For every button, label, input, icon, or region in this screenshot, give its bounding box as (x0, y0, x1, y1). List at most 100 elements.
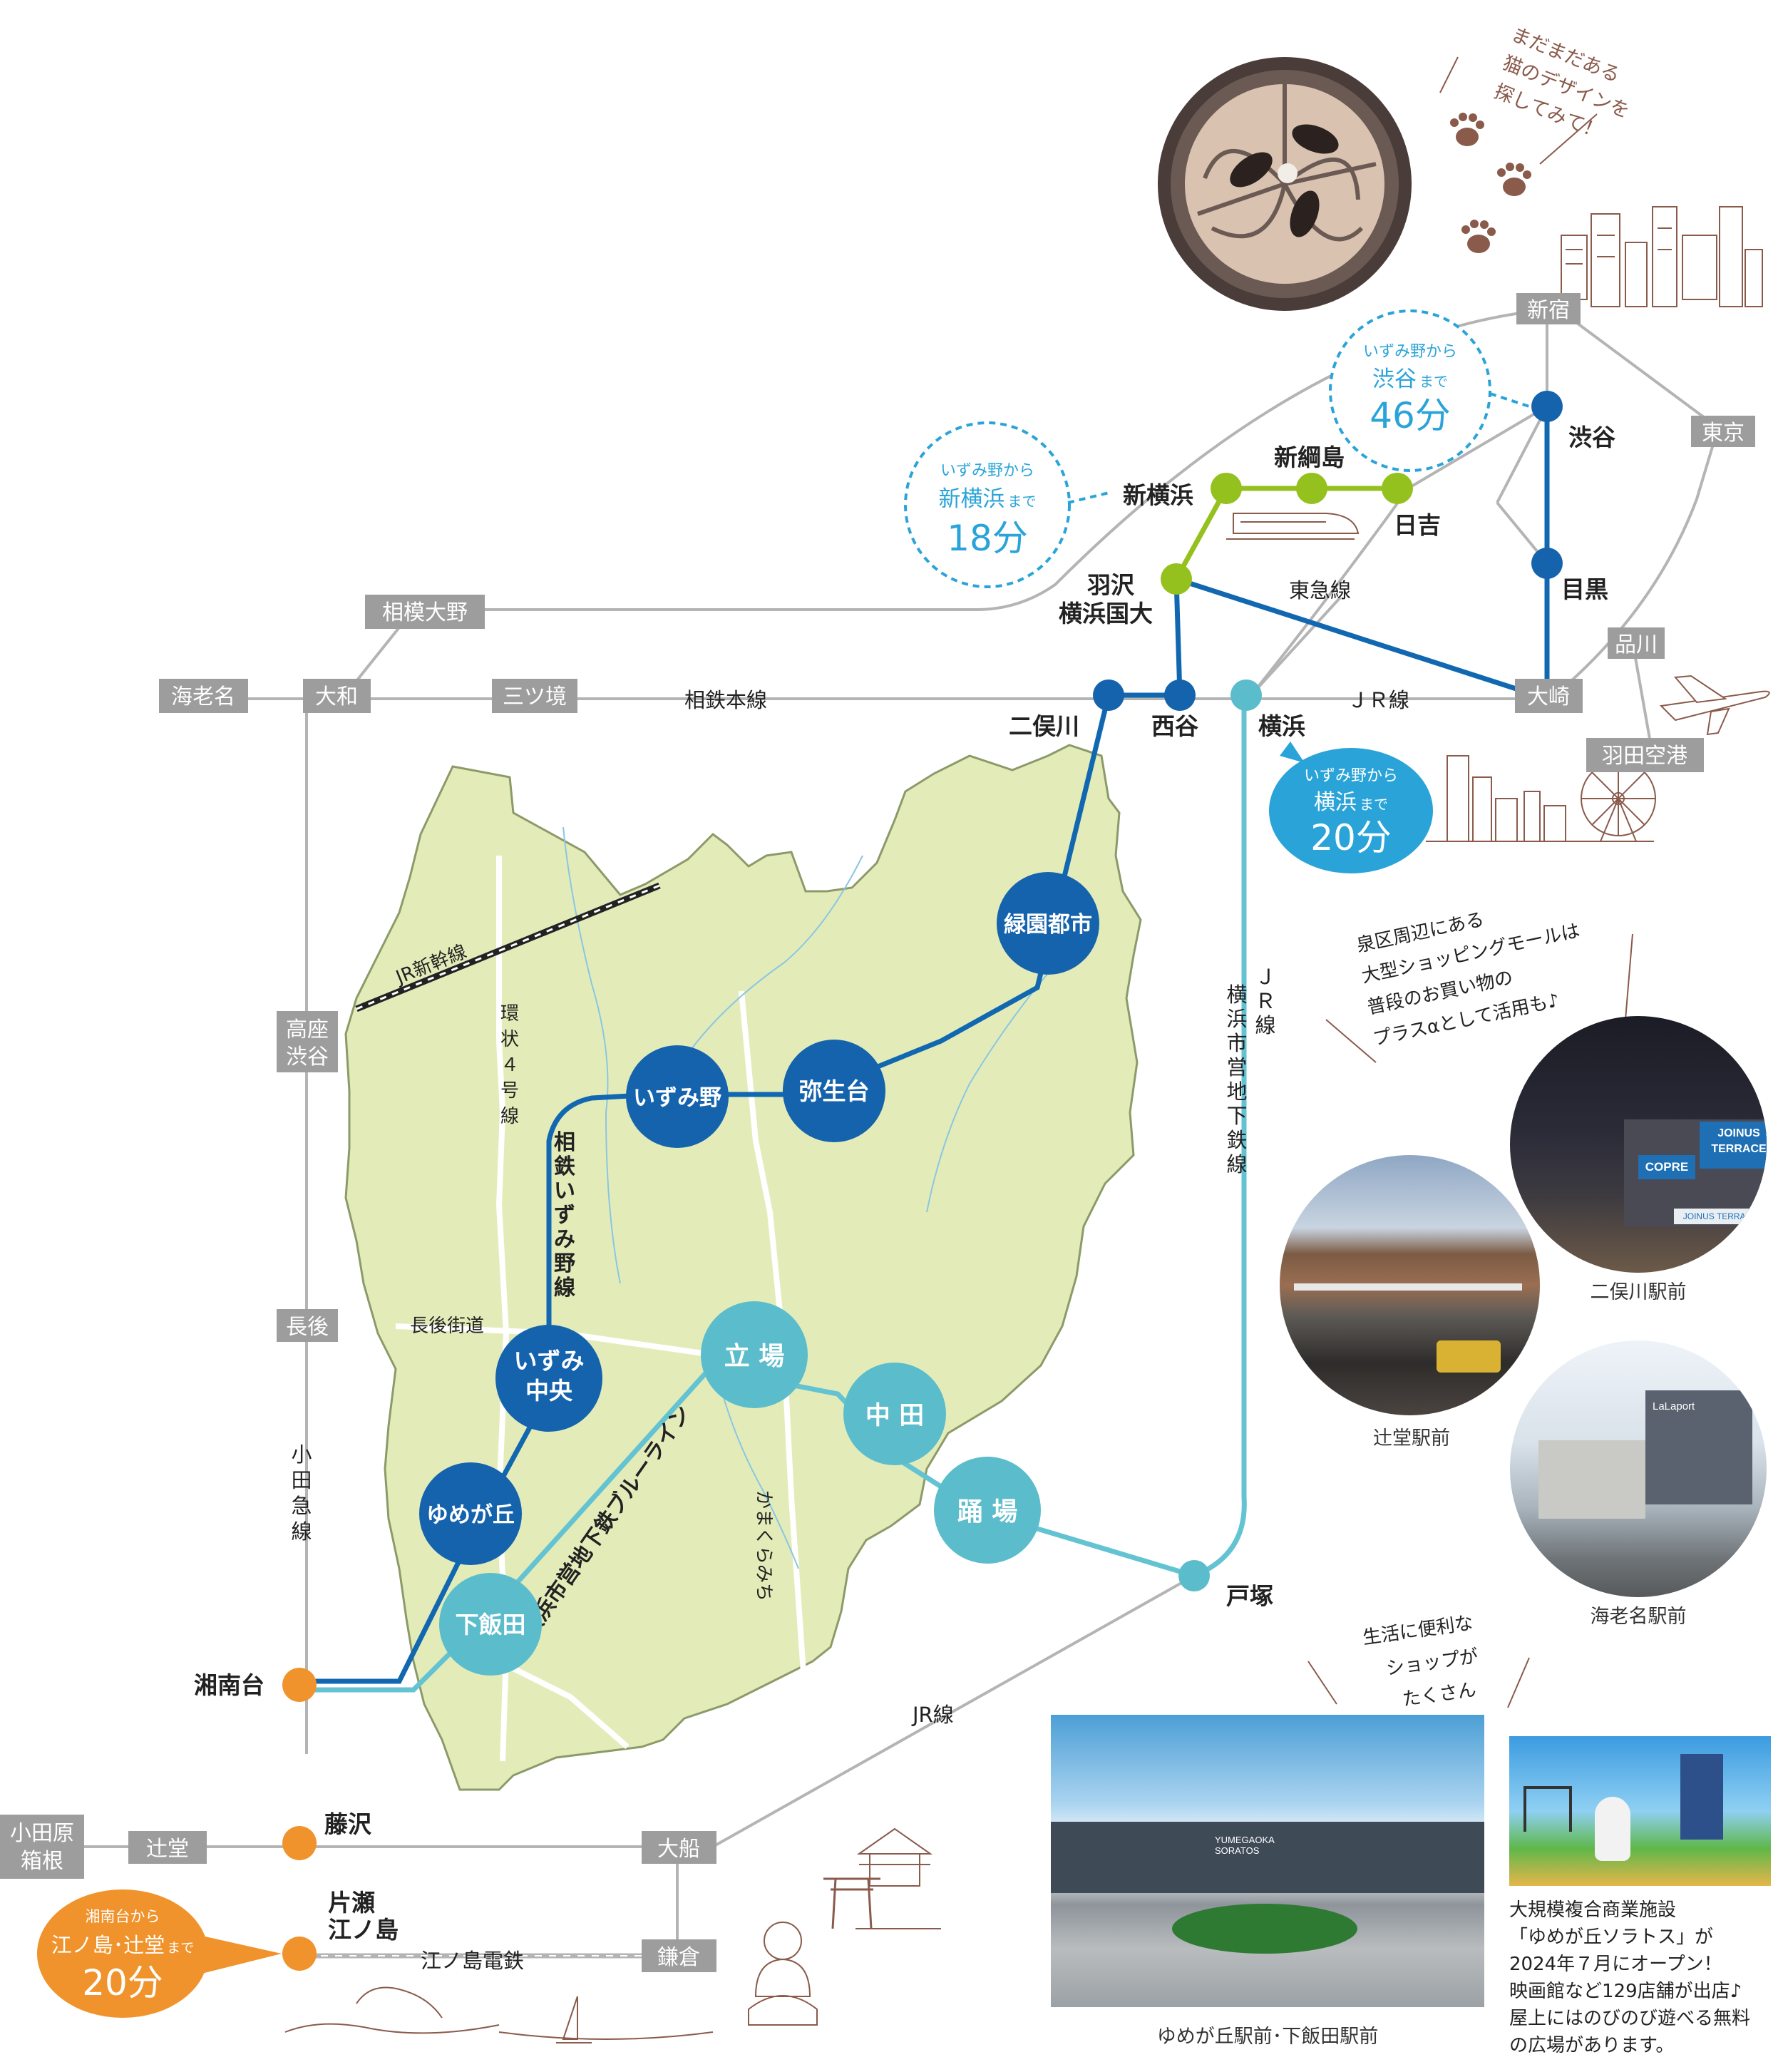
vertical-label-char: 急 (291, 1494, 312, 1518)
district-stations: 緑園都市 弥生台 いずみ野 いずみ 中央 ゆめが丘 下飯田 立 場 中 田 踊 … (419, 872, 1099, 1676)
vertical-label-char: 地 (1226, 1079, 1247, 1104)
sign-terrace: TERRACE (1711, 1143, 1767, 1155)
label-enoden: 江ノ島電鉄 (421, 1949, 524, 1973)
soratos-note-line-4: 映画館など129店舗が出店♪ (1509, 1981, 1742, 2002)
vertical-label-char: 線 (500, 1106, 519, 1127)
vertical-label-char: 田 (291, 1468, 312, 1492)
label-hazawa-line1: 羽沢 (1087, 571, 1135, 599)
bubble-enoshima: 湘南台から 江ノ島･辻堂まで 20分 (37, 1889, 282, 2018)
label-tokyu: 東急線 (1289, 578, 1351, 602)
soratos-note: 大規模複合商業施設 「ゆめが丘ソラトス」が 2024年７月にオープン！ 映画館な… (1509, 1897, 1780, 2059)
label-jr-line-top: ＪＲ線 (1347, 688, 1409, 712)
gray-station-labels: 新宿 東京 品川 羽田空港 相模大野 海老名 大和 三ツ境 大崎 高座 渋谷 長… (0, 293, 1755, 1972)
bubble-shibuya-time: 46分 (1370, 395, 1451, 436)
station-izumi-chuo[interactable]: いずみ 中央 (495, 1325, 602, 1432)
label-sagami-ono: 相模大野 (382, 600, 468, 625)
station-odoriba[interactable]: 踊 場 (934, 1457, 1041, 1564)
label-shinjuku: 新宿 (1527, 298, 1570, 323)
station-ryokuen[interactable]: 緑園都市 (997, 872, 1099, 975)
svg-text:弥生台: 弥生台 (799, 1077, 870, 1105)
sign-copre: COPRE (1638, 1155, 1695, 1179)
bubble-yokohama-from: いずみ野から (1304, 767, 1398, 785)
svg-text:下飯田: 下飯田 (456, 1611, 526, 1638)
label-tokyo: 東京 (1702, 421, 1745, 446)
vertical-label-char: 下 (1226, 1104, 1247, 1128)
vertical-label-char: 営 (1226, 1055, 1247, 1079)
label-shinagawa: 品川 (1615, 632, 1658, 657)
station-yayoidai[interactable]: 弥生台 (783, 1040, 885, 1142)
label-yamato: 大和 (315, 684, 358, 709)
label-takaza-line1: 高座 (286, 1017, 329, 1042)
shop-note-line-3: たくさん (1401, 1679, 1477, 1711)
station-nakada[interactable]: 中 田 (843, 1363, 946, 1465)
sign-lalaport: LaLaport (1653, 1400, 1695, 1412)
label-yokohama: 横浜 (1258, 712, 1305, 740)
vertical-label-char: 環 (500, 1003, 519, 1025)
vertical-label-char: 相 (554, 1130, 575, 1155)
mall-note: 泉区周辺にある 大型ショッピングモールは 普段のお買い物の プラスαとして活用も… (1355, 909, 1581, 1050)
label-nishiya: 西谷 (1151, 712, 1198, 740)
bubble-yokohama: いずみ野から 横浜まで 20分 (1269, 742, 1433, 873)
vertical-label-char: 鉄 (554, 1154, 575, 1179)
label-hazawa-line2: 横浜国大 (1059, 600, 1153, 627)
vertical-label-char: 線 (554, 1276, 575, 1301)
bubble-shinyokohama-from: いずみ野から (940, 462, 1034, 480)
izumi-ward-area (344, 744, 1142, 1791)
station-izumino[interactable]: いずみ野 (626, 1045, 729, 1148)
label-osaki: 大崎 (1527, 684, 1570, 709)
vertical-label-char: 線 (291, 1519, 312, 1544)
caption-tsujido: 辻堂駅前 (1373, 1427, 1450, 1450)
shinkansen-icon (1226, 513, 1360, 540)
vertical-label-char: Ｒ (1255, 989, 1275, 1013)
jr-right-label: ＪＲ線 (1255, 965, 1275, 1037)
vertical-label-char: み (554, 1227, 575, 1252)
vertical-label-char: ず (554, 1203, 575, 1228)
station-shimoiida[interactable]: 下飯田 (439, 1573, 542, 1676)
shrine-icon (855, 1827, 941, 1929)
vertical-label-char: 線 (1226, 1152, 1247, 1176)
sign-joinus: JOINUS (1717, 1127, 1760, 1139)
bubble-shinyokohama-suffix: まで (1008, 493, 1037, 510)
label-odawara-line2: 箱根 (21, 1849, 63, 1874)
station-yumegaoka[interactable]: ゆめが丘 (419, 1462, 522, 1565)
vertical-label-char: 横 (1226, 983, 1247, 1007)
caption-futamatagawa: 二俣川駅前 (1590, 1281, 1687, 1303)
vertical-label-char: 線 (1255, 1013, 1275, 1037)
caption-yumegaoka: ゆめが丘駅前･下飯田駅前 (1156, 2026, 1379, 2048)
bubble-yokohama-dest: 横浜 (1314, 790, 1357, 815)
vertical-label-char: ４ (500, 1055, 519, 1076)
city-skyline-icon-yokohama (1426, 755, 1654, 842)
blue-line (307, 699, 1247, 1693)
bubble-enoshima-time: 20分 (82, 1962, 163, 2004)
label-sotetsu-main: 相鉄本線 (684, 688, 767, 712)
label-kamakura-michi: かまくらみち (753, 1490, 774, 1601)
svg-text:いずみ野: いずみ野 (633, 1085, 721, 1111)
label-takaza-line2: 渋谷 (286, 1045, 329, 1070)
soratos-note-line-5: 屋上にはのびのび遊べる無料 (1509, 2008, 1751, 2029)
label-fujisawa: 藤沢 (324, 1810, 372, 1838)
label-totsuka: 戸塚 (1226, 1582, 1273, 1610)
bubble-shibuya: いずみ野から 渋谷まで 46分 (1329, 309, 1530, 472)
vertical-label-char: 市 (1226, 1031, 1247, 1055)
label-kamakura: 鎌倉 (657, 1945, 700, 1970)
svg-text:中 田: 中 田 (865, 1402, 924, 1430)
sailboat-icon (284, 1986, 714, 2043)
station-tateba[interactable]: 立 場 (701, 1301, 808, 1408)
station-dots (282, 391, 1563, 1971)
station-labels: 渋谷 目黒 日吉 新綱島 新横浜 羽沢 横浜国大 二俣川 西谷 横浜 戸塚 湘南… (194, 424, 1615, 1944)
label-futamatagawa: 二俣川 (1009, 712, 1079, 740)
photo-tsujido (1280, 1155, 1540, 1415)
bubble-yokohama-suffix: まで (1360, 796, 1388, 813)
sign-yumegaoka: YUMEGAOKA (1215, 1835, 1275, 1845)
sign-soratos: SORATOS (1215, 1845, 1260, 1856)
label-haneda: 羽田空港 (1602, 744, 1687, 769)
soratos-note-line-2: 「ゆめが丘ソラトス」が (1509, 1927, 1714, 1948)
torii-icon (823, 1877, 880, 1929)
